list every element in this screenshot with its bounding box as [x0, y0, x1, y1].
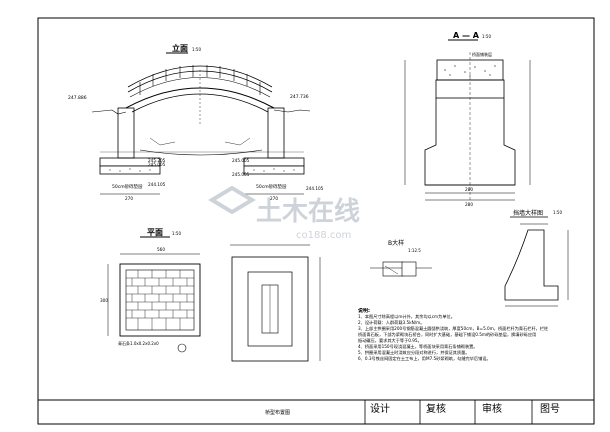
notes-block: 说明: 1、本图尺寸除高程以m计外，其余均以cm为单位。 2、设计荷载：人群荷载…: [358, 308, 590, 362]
sheet-border-outer: [37, 17, 595, 425]
left-bottom-elev: 244.105: [148, 182, 166, 187]
detail-b-scale: 1:12.5: [408, 248, 421, 253]
note-item: 3、上部主拱圈采用200号钢筋混凝土圆弧拱浇筑，厚度50cm，B=5.0m，桥面…: [358, 326, 549, 331]
section-scale: 1:50: [482, 34, 491, 39]
note-item: 1、本图尺寸除高程以m计外，其余均以cm为单位。: [358, 314, 455, 319]
title-review: 复核: [426, 402, 446, 415]
elevation-view: 立面 1:50: [68, 43, 324, 201]
left-base-elev: 245.205: [148, 158, 166, 163]
right-top-elev: 247.736: [290, 94, 309, 100]
plan-view: 平面 1:50 560 300 青石条1.0x0.2x0.2x0: [100, 228, 201, 353]
elevation-scale: 1:50: [192, 47, 201, 52]
notes-heading: 说明:: [358, 308, 370, 314]
note-item: 2、设计荷载：人群荷载3.5kN/m。: [358, 320, 425, 325]
plan-top-dim: 560: [157, 247, 165, 252]
plan-pier-label: 青石条1.0x0.2x0.2x0: [118, 340, 159, 346]
wall-detail-scale: 1:50: [553, 210, 562, 215]
elevation-title: 立面: [172, 43, 188, 53]
foundation-plan: [230, 244, 321, 362]
section-view: A — A 1:50 桥面铺装层 280 280: [404, 31, 531, 207]
note-item: 振动碾压，要求其大于等于0.95。: [358, 338, 422, 343]
right-dim: 270: [270, 196, 278, 201]
title-check: 审核: [482, 402, 502, 415]
section-deck-label: 桥面铺装层: [472, 51, 492, 57]
right-bottom-elev: 244.105: [306, 186, 324, 191]
section-title: A — A: [453, 31, 480, 40]
left-dim: 270: [125, 196, 133, 201]
right-base-elev: 245.005: [232, 158, 250, 163]
left-base-elev-2: 245.005: [148, 162, 166, 167]
section-width: 280: [465, 187, 473, 192]
left-pad-label: 50cm砂砾垫层: [112, 183, 143, 190]
note-item: 4、桥面采用150号现浇混凝土，等桥面块采用青石条铺砌装置。: [358, 344, 478, 349]
note-item: 5、拱圈采用混凝土时浇筑应分段对称进行，并保证其质量。: [358, 350, 470, 355]
title-block: 桥型布置图 设计 复核 审核 图号: [38, 399, 594, 424]
watermark: 土木在线 co188.com: [208, 185, 360, 241]
plan-left-dim: 300: [100, 298, 108, 303]
watermark-sub: co188.com: [296, 230, 351, 241]
wall-detail-title: 挡墙大样图: [513, 209, 543, 217]
watermark-main: 土木在线: [256, 197, 360, 227]
note-item: 桥面青石板，下部为浆砌块石桥台，同时扩大基础，基础下铺设0.5m的砂砾垫层，换填…: [358, 332, 537, 337]
plan-scale: 1:50: [172, 231, 181, 236]
section-base-width: 280: [465, 202, 473, 207]
detail-b: B大样 1:12.5: [370, 239, 432, 277]
detail-b-title: B大样: [388, 239, 404, 247]
plan-title: 平面: [147, 228, 163, 237]
right-base-elev-2: 245.005: [232, 172, 250, 177]
title-drawing-no: 图号: [540, 403, 560, 415]
wall-detail: 挡墙大样图 1:50: [504, 209, 569, 307]
note-item: 6、0.3号铁丝网固定在土工布上，用M7.5砂浆砌筑，勾缝完毕后铺设。: [358, 356, 491, 361]
left-top-elev: 247.886: [68, 95, 87, 101]
title-design: 设计: [370, 402, 390, 415]
drawing-name: 桥型布置图: [265, 409, 290, 416]
right-pad-label: 50cm砂砾垫层: [256, 183, 287, 190]
